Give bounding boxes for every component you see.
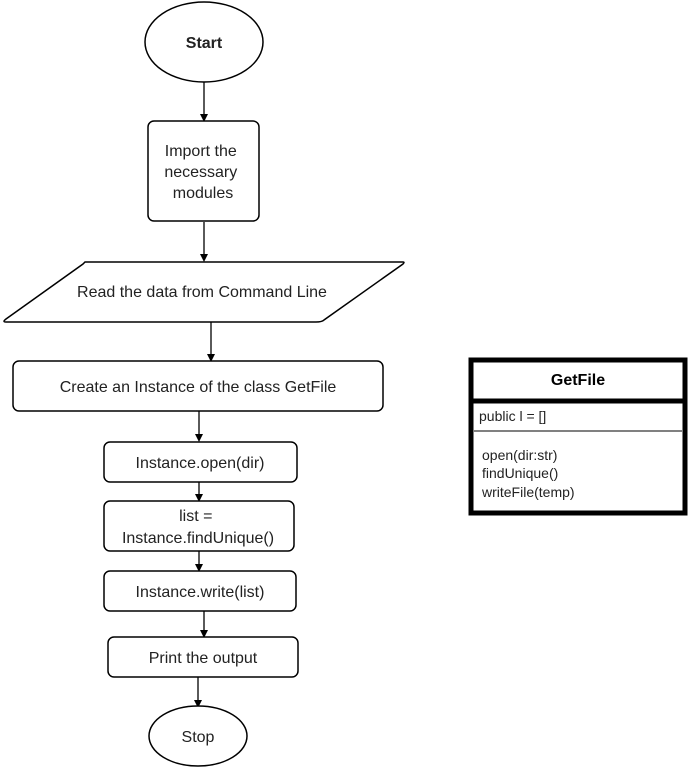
class-method-find-unique: findUnique() <box>482 465 558 481</box>
import-process-box <box>147 120 260 222</box>
read-data-label: Read the data from Command Line <box>77 284 327 301</box>
find-unique-label: list = Instance.findUnique() <box>122 508 274 547</box>
write-list-label: Instance.write(list) <box>136 584 265 601</box>
class-attribute-public-l: public l = [] <box>479 408 546 424</box>
class-outer-border <box>468 357 688 516</box>
import-label-line-2: necessary <box>164 164 237 181</box>
class-method-write-file: writeFile(temp) <box>481 484 575 500</box>
getfile-class-box: GetFile public l = [] open(dir:str) find… <box>468 357 688 516</box>
stop-label: Stop <box>182 729 215 746</box>
find-unique-box <box>103 500 295 552</box>
class-method-open: open(dir:str) <box>482 447 557 463</box>
read-data-parallelogram <box>3 261 405 323</box>
stop-terminal <box>148 705 248 767</box>
connectors <box>194 82 215 708</box>
create-instance-label: Create an Instance of the class GetFile <box>60 379 337 396</box>
find-unique-line-1: list = <box>179 508 212 525</box>
class-title: GetFile <box>551 372 605 389</box>
print-output-label: Print the output <box>149 650 258 667</box>
import-label: Import the necessary modules <box>164 143 241 202</box>
import-label-line-3: modules <box>173 185 233 202</box>
open-method-label: Instance.open(dir) <box>136 455 265 472</box>
create-instance-box <box>12 360 384 412</box>
import-label-line-1: Import the <box>165 143 237 160</box>
find-unique-line-2: Instance.findUnique() <box>122 530 274 547</box>
open-method-box <box>103 441 298 483</box>
start-terminal <box>144 1 264 83</box>
write-list-box <box>103 570 297 612</box>
start-label: Start <box>186 35 223 52</box>
print-output-box <box>107 636 299 678</box>
